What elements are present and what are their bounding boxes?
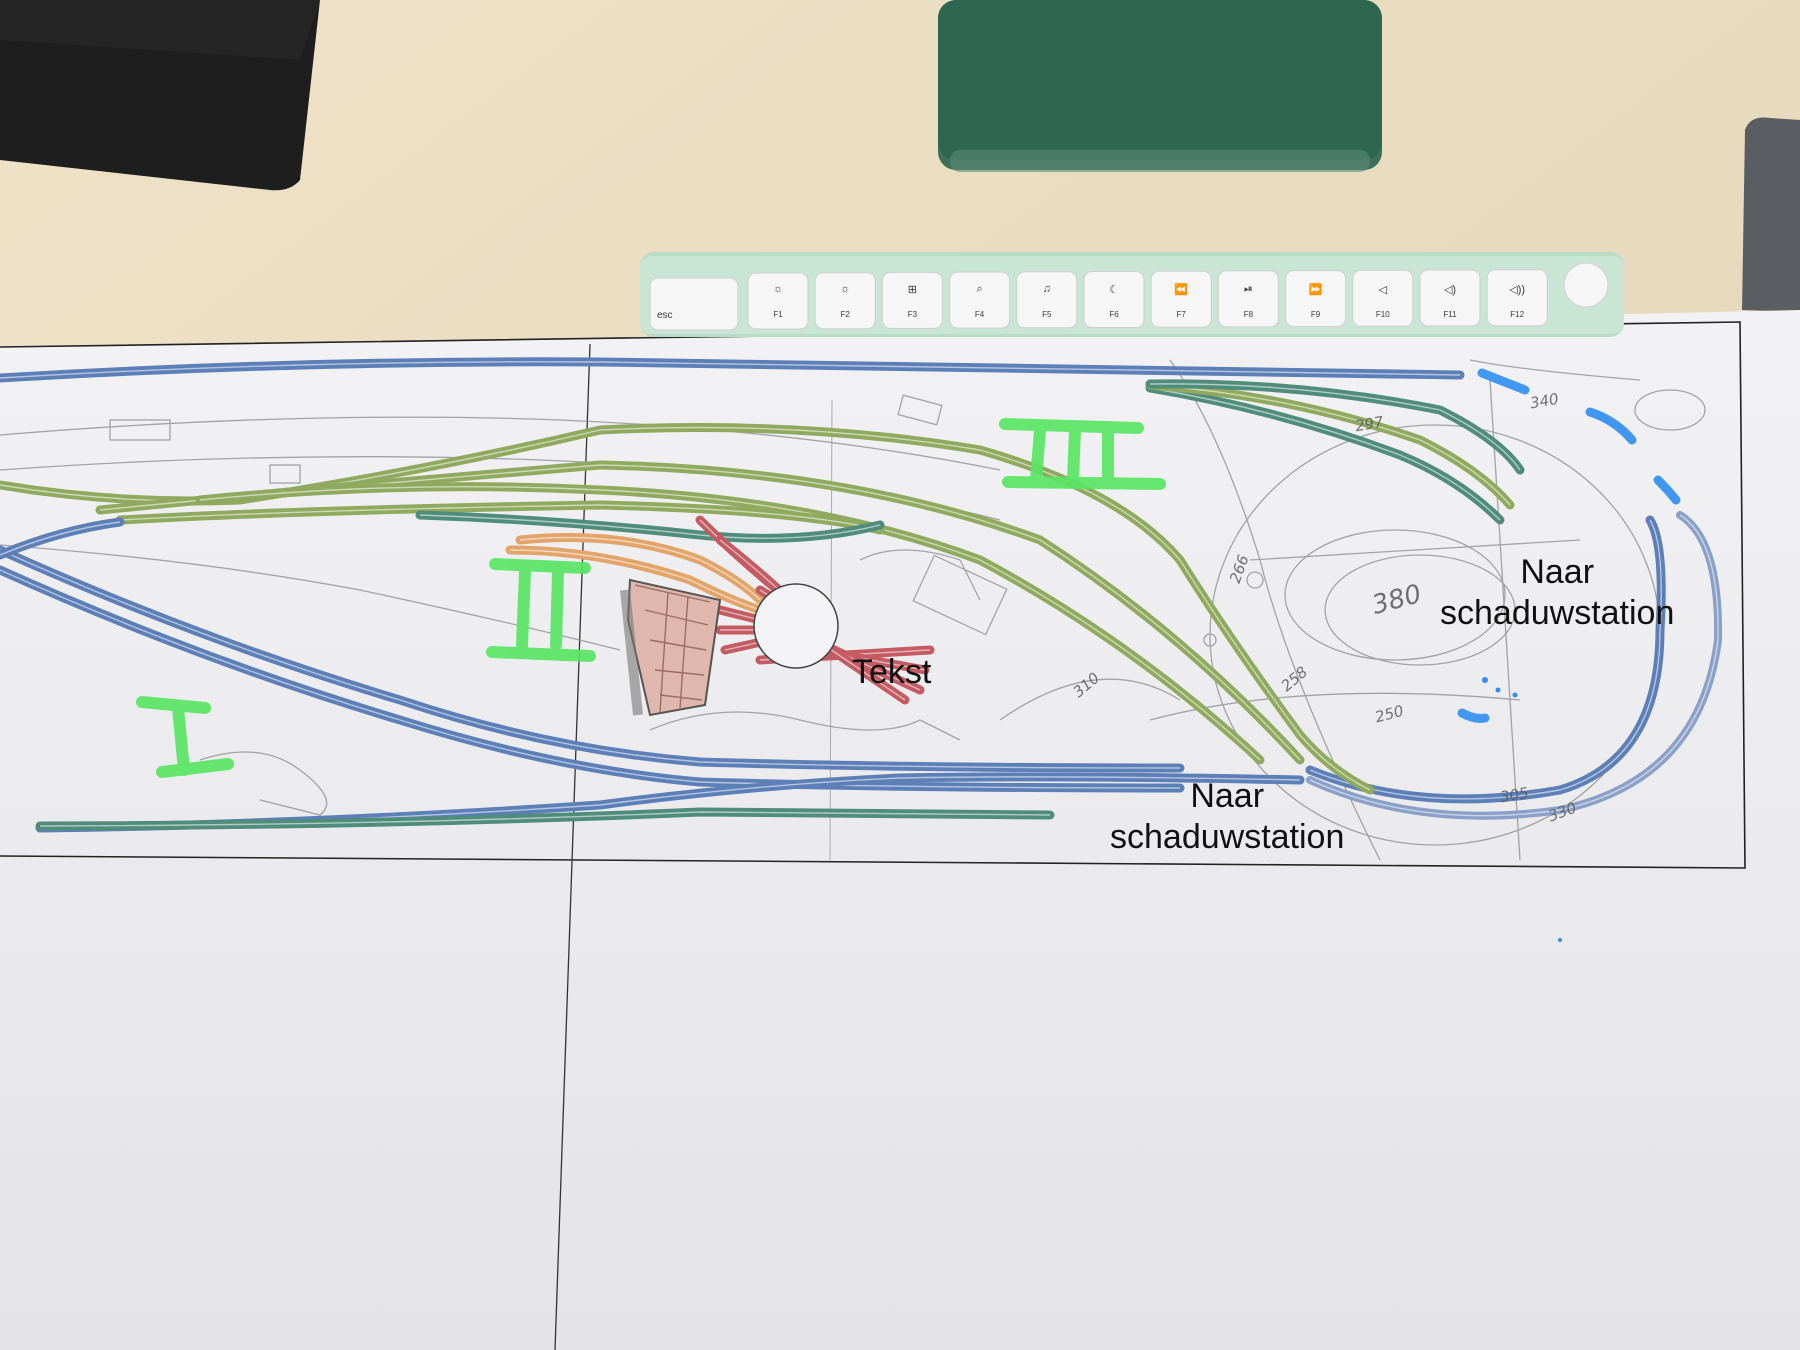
label-tekst: Tekst xyxy=(852,653,932,691)
track-green-5-rail-gap xyxy=(1149,384,1511,506)
track-teal-1-rail-gap xyxy=(1149,387,1501,521)
level-1-marker xyxy=(136,696,234,778)
label-shadow-bottom-line2: schaduwstation xyxy=(1110,817,1345,856)
track-green-3-rail-gap xyxy=(199,485,1261,761)
level-2-marker xyxy=(486,558,596,662)
roundhouse xyxy=(620,578,722,717)
side-device xyxy=(1742,117,1800,312)
key-f6 xyxy=(1083,271,1145,328)
touch-id-key xyxy=(1563,262,1609,308)
key-f3 xyxy=(881,271,943,329)
track-orange-1-rail-gap xyxy=(519,536,761,601)
key-f1 xyxy=(747,272,809,330)
blue-marker-marks xyxy=(1457,368,1681,723)
blue-dots xyxy=(1482,677,1562,942)
turntable xyxy=(753,583,839,669)
label-shadow-station-bottom: Naar schaduwstation xyxy=(1110,776,1344,858)
key-f12 xyxy=(1486,269,1548,327)
track-lower-teal-rail-gap xyxy=(39,811,1051,827)
label-shadow-right-line2: schaduwstation xyxy=(1440,593,1675,632)
track-lower-blue-2-rail-gap xyxy=(0,569,1181,789)
keyboard xyxy=(640,252,1624,337)
key-f11 xyxy=(1419,269,1481,327)
monitor-stand xyxy=(938,0,1382,172)
track-orange-2-rail-gap xyxy=(509,549,761,611)
track-loop-outer-rail-gap xyxy=(1309,514,1719,817)
key-f10 xyxy=(1352,269,1414,327)
track-top-blue-rail-gap xyxy=(0,361,1461,379)
key-f2 xyxy=(814,272,876,330)
key-f5 xyxy=(1016,271,1078,329)
paper-sheet xyxy=(0,310,1800,1350)
track-teal-2-rail-gap xyxy=(1149,383,1521,471)
key-f4 xyxy=(949,271,1011,329)
page-seam-left xyxy=(554,343,591,1350)
key-f8 xyxy=(1217,270,1279,328)
level-3-marker xyxy=(999,418,1166,490)
track-loop-inner-rail-gap xyxy=(1309,519,1662,800)
pencil-sketch xyxy=(0,359,1706,861)
speaker-top xyxy=(0,0,320,60)
key-esc xyxy=(649,277,739,331)
label-shadow-bottom-line1: Naar xyxy=(1190,777,1265,815)
label-shadow-station-right: Naar schaduwstation xyxy=(1440,552,1674,634)
track-green-4-rail-gap xyxy=(119,504,881,531)
key-f7 xyxy=(1150,270,1212,328)
key-f9 xyxy=(1285,270,1347,328)
label-shadow-right-line1: Naar xyxy=(1520,553,1595,591)
track-teal-yard-rail-gap xyxy=(419,514,881,540)
track-left-curve-rail-gap xyxy=(0,521,121,556)
track-lower-blue-1-rail-gap xyxy=(0,549,1181,769)
